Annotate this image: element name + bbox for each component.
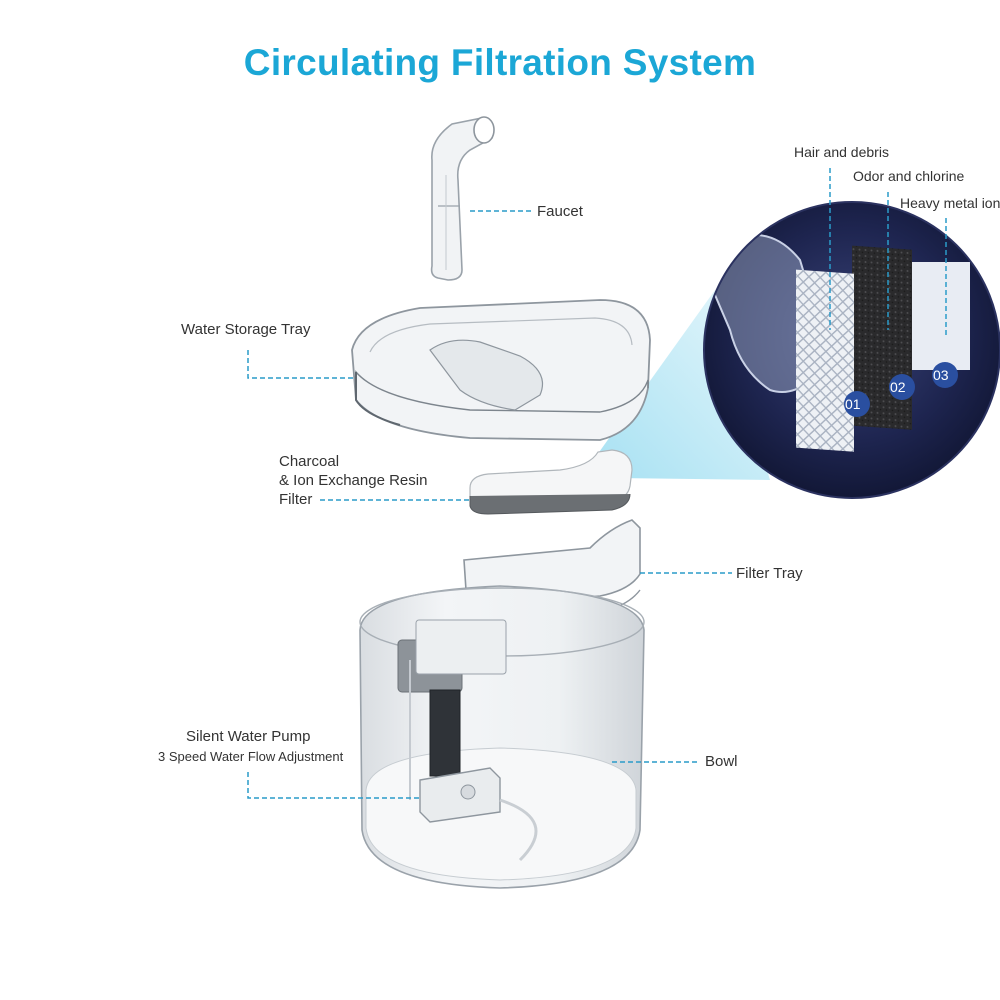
label-filter-tray: Filter Tray — [736, 565, 803, 582]
charcoal-filter-illustration — [469, 449, 633, 515]
layer-number-01: 01 — [845, 396, 861, 412]
faucet-illustration — [430, 116, 495, 281]
layer-label-hair-debris: Hair and debris — [794, 144, 889, 160]
layer-badge-02 — [889, 374, 915, 400]
label-bowl: Bowl — [705, 753, 738, 770]
layer-number-03: 03 — [933, 367, 949, 383]
label-filter-line1: Charcoal — [279, 453, 340, 470]
layer-number-02: 02 — [890, 379, 906, 395]
label-filter-line2: & Ion Exchange Resin — [279, 472, 428, 489]
layer-badge-03 — [932, 362, 958, 388]
layer-badge-01 — [844, 391, 870, 417]
page-title: Circulating Filtration System — [243, 42, 757, 83]
label-faucet: Faucet — [537, 203, 583, 220]
filter-layers-zoom — [703, 201, 1000, 499]
layer-label-odor-chlorine: Odor and chlorine — [853, 168, 965, 184]
bowl-illustration — [359, 585, 645, 889]
layer-label-heavy-metal: Heavy metal ion — [900, 195, 1000, 211]
label-pump-name: Silent Water Pump — [186, 728, 311, 745]
label-filter-line3: Filter — [279, 491, 313, 508]
label-pump-subtitle: 3 Speed Water Flow Adjustment — [158, 749, 344, 764]
label-water-storage-tray: Water Storage Tray — [181, 321, 311, 338]
water-storage-tray-illustration — [351, 299, 651, 441]
leader-water-storage-tray — [247, 350, 354, 379]
leader-pump — [247, 772, 420, 799]
